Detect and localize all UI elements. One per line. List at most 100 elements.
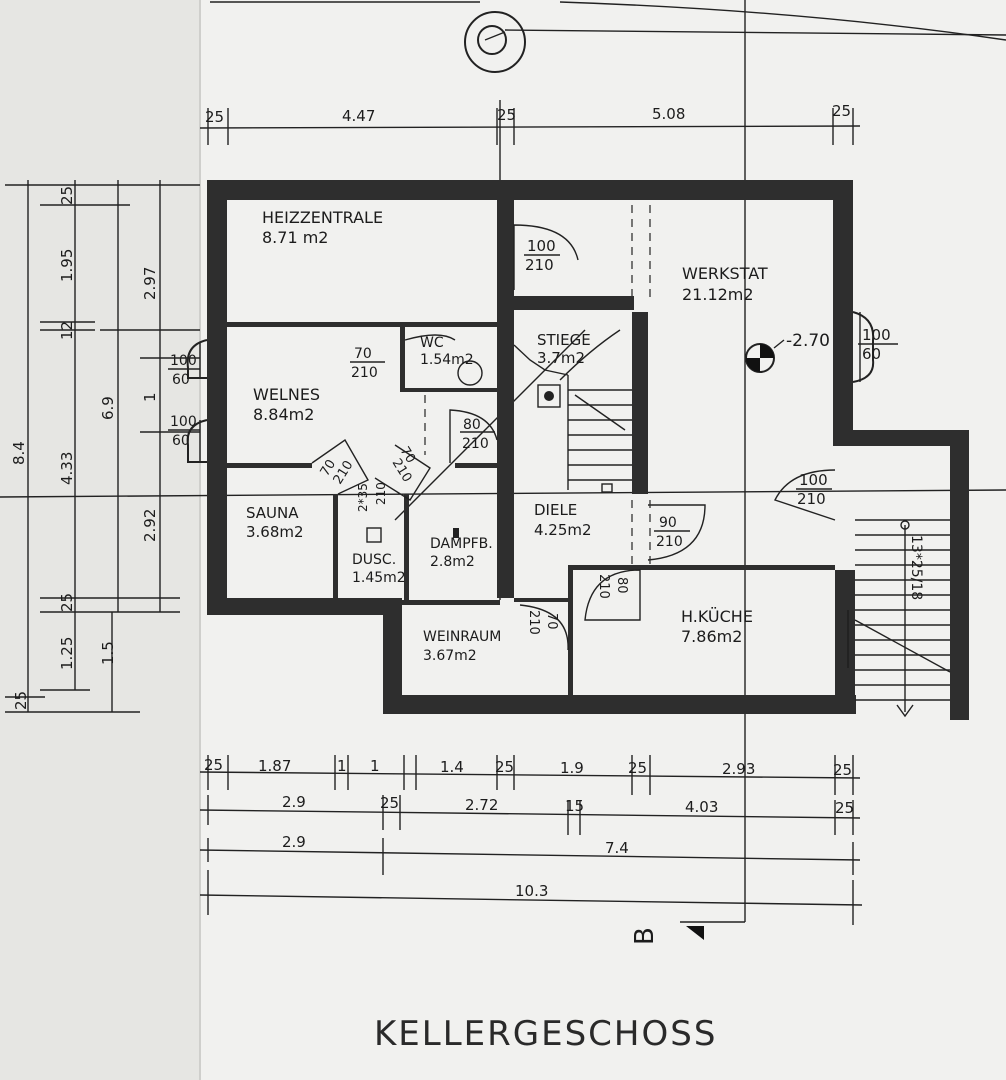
dim-top-label: 25 [205,108,224,126]
room-welnes-name: WELNES [253,385,320,404]
room-heizzentrale-name: HEIZZENTRALE [262,208,383,227]
top-arc-line [559,1,1006,41]
opening-bottom: 210 [526,610,541,635]
room-welnes-area: 8.84m2 [253,405,314,424]
opening-bottom: 210 [462,436,489,452]
window-label-bottom: 60 [862,345,881,363]
dim-left-label: 2.97 [141,267,159,300]
opening-bottom: 210 [596,574,611,599]
door-swing-kueche [584,569,641,621]
steam-bath-marker [453,528,459,538]
dim-left-label: 12 [58,321,76,340]
door-swing-welnes [449,409,498,463]
dim-left-label: 25 [58,186,76,205]
dim-top-label: 25 [497,106,516,124]
door-swing-heizzentrale [513,224,579,290]
dim-left-label: 2.92 [141,509,159,542]
dim-bottom-label: 25 [380,794,399,812]
opening-bottom: 210 [797,490,826,508]
plan-title: KELLERGESCHOSS [374,1014,717,1054]
room-wc-name: WC [420,335,444,351]
dim-left-label: 6.9 [99,396,117,420]
window-label-bottom: 60 [172,433,190,449]
room-sauna-name: SAUNA [246,504,299,522]
dim-top-label: 5.08 [652,105,685,123]
dim-left-label: 1.5 [99,641,117,665]
opening-top: 70 [318,457,339,479]
window-west-1 [186,339,208,379]
room-dampfbad-area: 2.8m2 [430,554,475,570]
door-swing-diele [647,504,706,561]
dim-lines [5,108,863,925]
level-marker-symbol [745,339,785,373]
dim-left-label: 4.33 [58,452,76,485]
room-sauna-area: 3.68m2 [246,523,304,541]
opening-bottom: 210 [351,365,378,381]
room-dampfbad-name: DAMPFB. [430,536,493,552]
window-label-bottom: 60 [172,372,190,388]
dim-left-label: 25 [12,691,30,710]
room-weinraum-area: 3.67m2 [423,648,477,664]
room-heizzentrale-area: 8.71 m2 [262,228,328,247]
dim-bottom-label: 2.93 [722,760,755,778]
door-swing-weinraum [519,604,569,651]
opening-top: 100 [799,471,828,489]
dim-bottom-label: 1.4 [440,758,464,776]
opening-top: 70 [354,346,372,362]
dim-left-label: 1.95 [58,249,76,282]
room-dusche-area: 1.45m2 [352,570,406,586]
dim-left-label: 25 [58,593,76,612]
room-dusche-name: DUSC. [352,552,396,568]
room-werkstat-area: 21.12m2 [682,285,754,304]
opening-bottom: 210 [374,482,388,505]
dim-bottom-label: 1 [370,757,380,775]
interior-stair [513,329,632,493]
room-diele-area: 4.25m2 [534,521,592,539]
room-stiege-name: STIEGE [537,331,591,349]
dim-bottom-label: 25 [204,756,223,774]
wc-fixture [457,360,483,386]
section-arrow [686,926,704,940]
room-kueche-name: H.KÜCHE [681,607,753,626]
top-curve-line [504,29,1006,36]
level-marker: -2.70 [786,331,830,351]
dim-top-label: 25 [832,102,851,120]
dim-bottom-label: 2.9 [282,793,306,811]
opening-top: 90 [659,515,677,531]
shower-drain [366,527,382,543]
dim-bottom-label: 2.9 [282,833,306,851]
dim-bottom-label: 2.72 [465,796,498,814]
section-marker: B [630,927,660,945]
opening-top: 80 [463,417,481,433]
opening-top: 80 [614,577,629,594]
door-swing-sauna [311,438,369,495]
door-swing-wc [404,334,456,341]
paper-fold-left [0,0,200,1080]
opening-bottom: 210 [656,534,683,550]
dim-bottom-label: 4.03 [685,798,718,816]
room-werkstat-name: WERKSTAT [682,264,768,283]
room-wc-area: 1.54m2 [420,352,474,368]
dim-bottom-label: 1.9 [560,759,584,777]
door-swing-werkstat [774,469,836,521]
room-diele-name: DIELE [534,501,577,519]
dim-bottom-label: 25 [835,799,854,817]
window-label-top: 100 [170,353,197,369]
window-label-top: 100 [862,326,891,344]
dim-left-label: 1 [141,392,159,402]
opening-bottom: 210 [525,256,554,274]
dim-bottom-label: 25 [628,759,647,777]
walls [207,180,969,720]
dim-top-label: 4.47 [342,107,375,125]
exterior-stair [847,519,951,718]
room-stiege-area: 3.7m2 [537,349,585,367]
exterior-stair-note: 13*25/18 [908,535,924,600]
opening-top: 100 [527,237,556,255]
opening-top: 2*35 [356,483,370,512]
room-kueche-area: 7.86m2 [681,627,742,646]
window-east [852,311,875,383]
door-swing-dusche [374,444,431,501]
dim-bottom-label: 1.87 [258,757,291,775]
dim-bottom-label: 7.4 [605,839,629,857]
